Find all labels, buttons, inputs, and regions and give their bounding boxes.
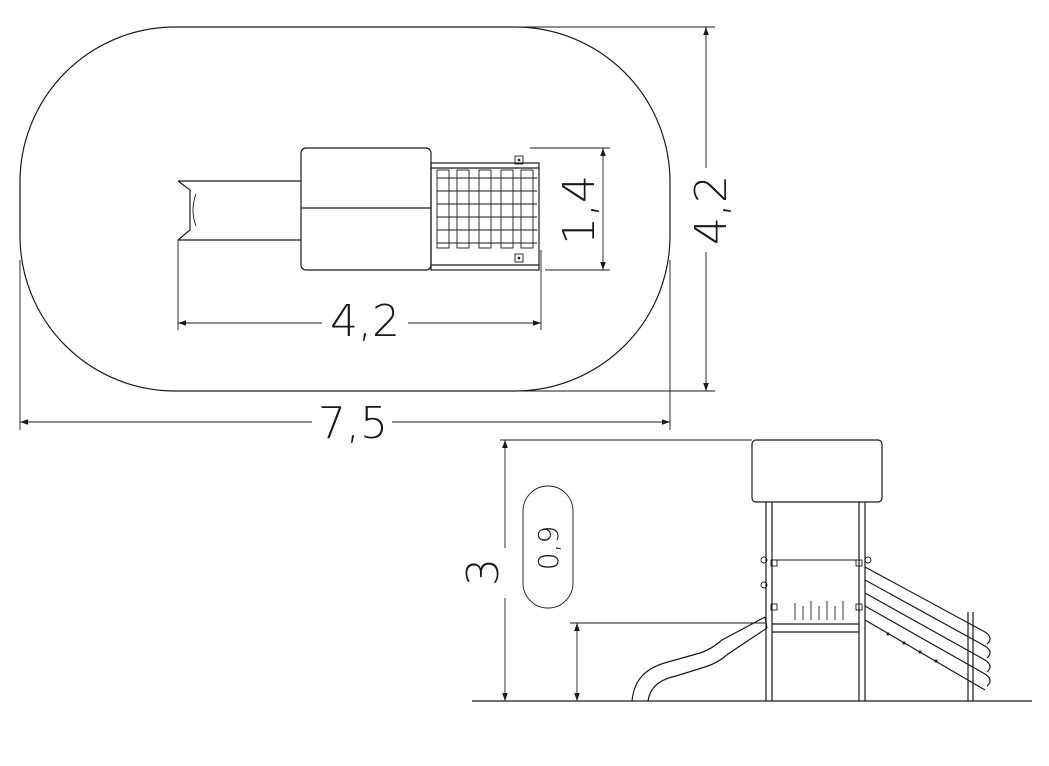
overall-length-label: 7,5 — [318, 398, 388, 449]
tower-plan — [300, 147, 432, 271]
dimension-equipment-length: 4,2 — [177, 240, 542, 347]
dimension-overall-height: 3 — [458, 439, 752, 701]
ladder-plan — [430, 155, 540, 271]
equipment-width-label: 1,4 — [554, 175, 605, 245]
dimension-overall-width: 4,2 — [495, 26, 737, 392]
slide-plan — [177, 180, 301, 241]
side-view: 3 0,9 — [458, 439, 1032, 702]
slide-side — [631, 616, 768, 702]
free-fall-height-label: 0,9 — [532, 526, 565, 571]
free-fall-height-tag — [522, 485, 574, 609]
overall-width-label: 4,2 — [686, 175, 737, 245]
safety-zone-outline — [19, 26, 671, 392]
ladder-side — [864, 566, 991, 701]
dimension-equipment-width: 1,4 — [530, 147, 610, 271]
equipment-length-label: 4,2 — [330, 296, 400, 347]
dimension-free-fall-height: 0,9 — [522, 485, 766, 701]
tower-side — [751, 439, 883, 701]
plan-view: 4,2 1,4 4,2 7,5 — [19, 26, 737, 449]
overall-height-label: 3 — [458, 558, 509, 586]
dimension-overall-length: 7,5 — [19, 260, 671, 449]
